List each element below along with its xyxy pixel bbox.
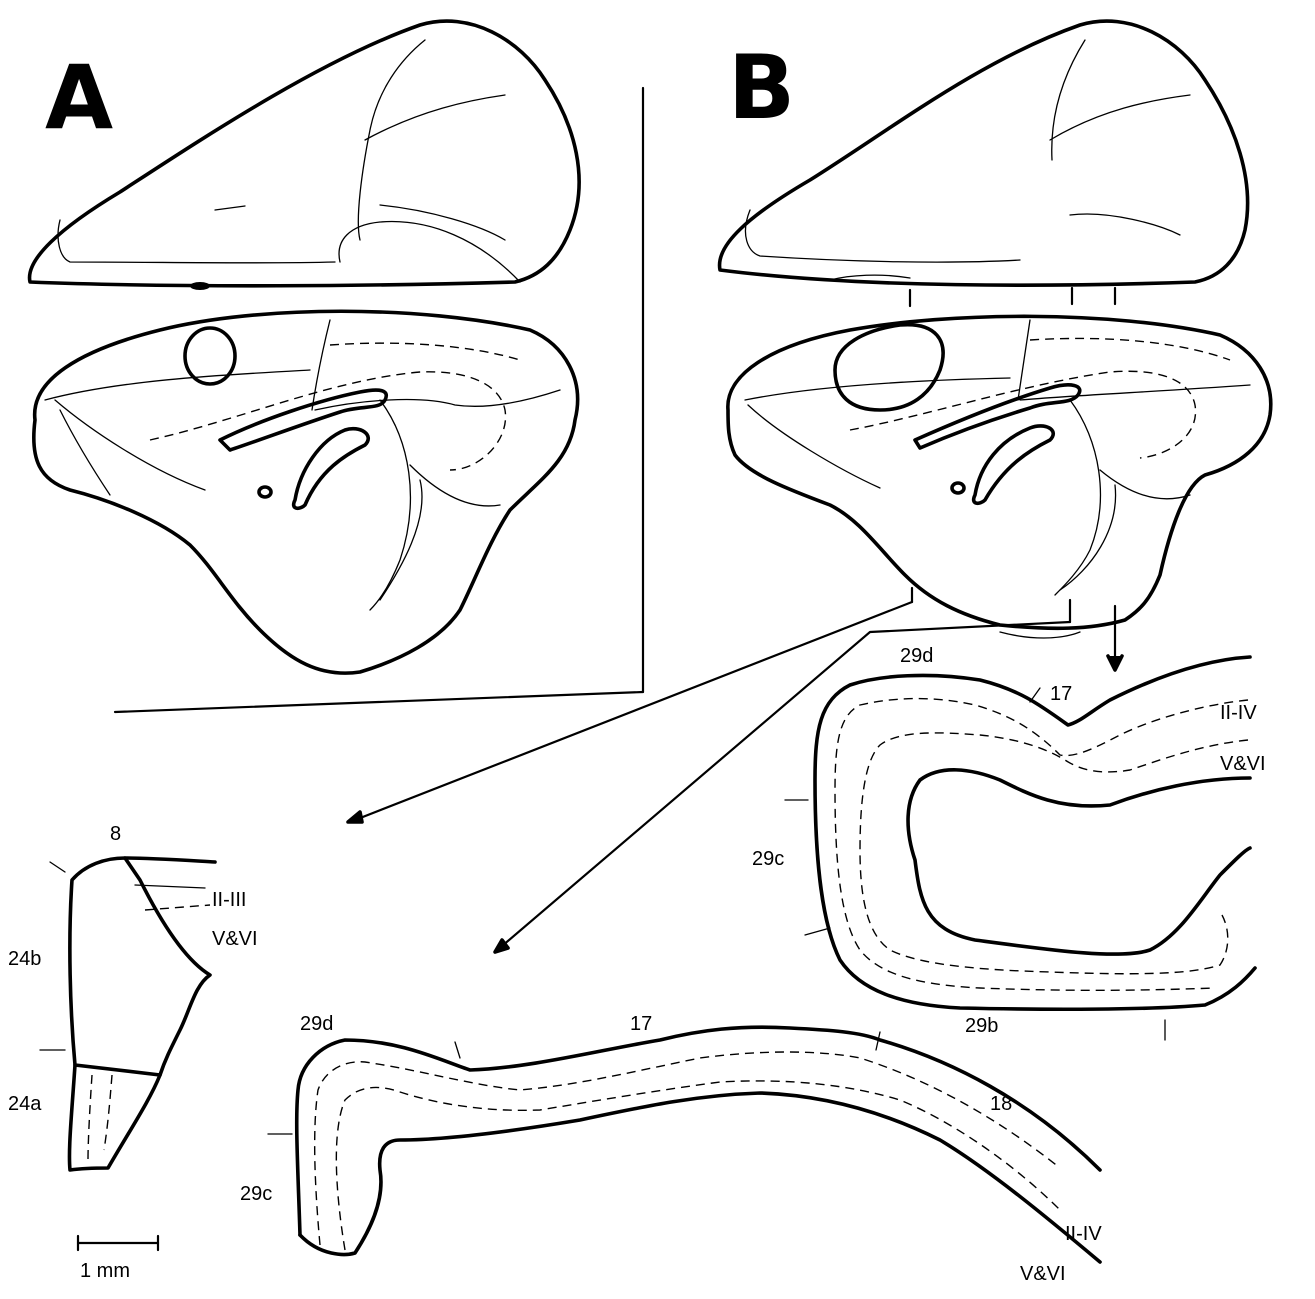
panel-a-medial-brain bbox=[34, 311, 578, 673]
label-upper-29b: 29b bbox=[965, 1015, 998, 1037]
panel-b-letter: B bbox=[728, 36, 795, 139]
label-layers-ii-iii-small: II-III bbox=[212, 889, 246, 911]
section-upper-right bbox=[785, 657, 1255, 1040]
panel-b-dorsal-brain bbox=[720, 21, 1248, 306]
label-lower-layers-ii-iv: II-IV bbox=[1065, 1223, 1102, 1245]
projection-lines bbox=[348, 588, 1122, 952]
scale-bar-label: 1 mm bbox=[80, 1260, 130, 1282]
section-8-24 bbox=[40, 858, 215, 1170]
label-upper-layers-v-vi: V&VI bbox=[1220, 753, 1266, 775]
label-upper-layers-ii-iv: II-IV bbox=[1220, 702, 1257, 724]
label-lower-18: 18 bbox=[990, 1093, 1012, 1115]
label-lower-17: 17 bbox=[630, 1013, 652, 1035]
label-upper-17: 17 bbox=[1050, 683, 1072, 705]
label-area-24b: 24b bbox=[8, 948, 41, 970]
label-lower-29d: 29d bbox=[300, 1013, 333, 1035]
label-area-24a: 24a bbox=[8, 1093, 42, 1115]
label-lower-layers-v-vi: V&VI bbox=[1020, 1263, 1066, 1285]
label-lower-29c: 29c bbox=[240, 1183, 272, 1205]
panel-a-letter: A bbox=[45, 46, 113, 149]
label-upper-29c: 29c bbox=[752, 848, 784, 870]
scale-bar bbox=[78, 1236, 158, 1250]
label-layers-v-vi-small: V&VI bbox=[212, 928, 258, 950]
label-upper-29d: 29d bbox=[900, 645, 933, 667]
panel-b-medial-brain bbox=[728, 316, 1271, 638]
label-area-8: 8 bbox=[110, 823, 121, 845]
section-lower bbox=[268, 1027, 1100, 1262]
